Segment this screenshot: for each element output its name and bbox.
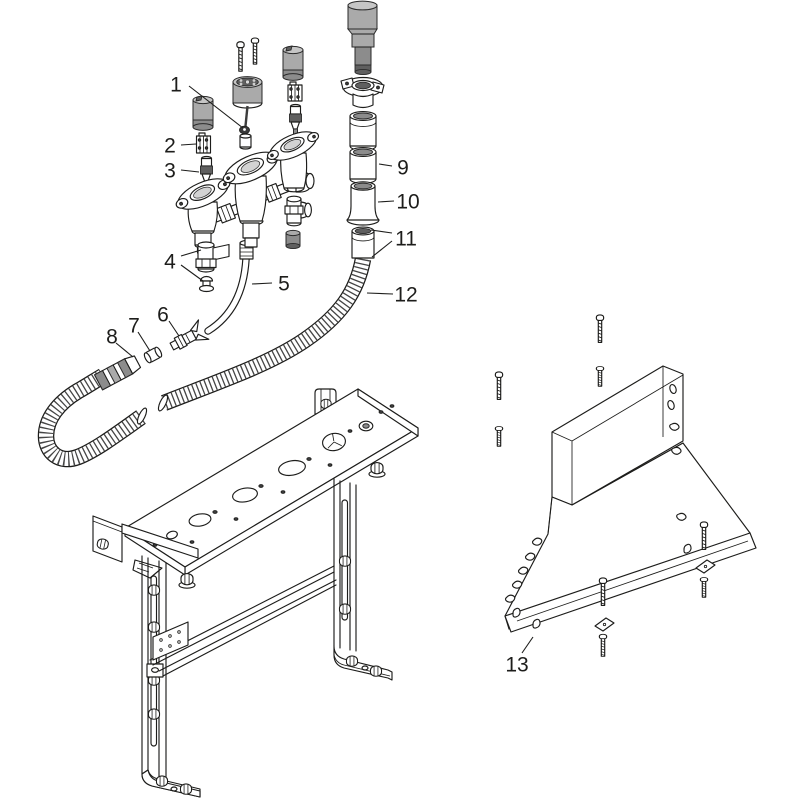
leader-line-4-2: [180, 264, 204, 282]
part-label-12: 12: [394, 284, 417, 307]
valve-body-center: [222, 151, 280, 248]
leader-line-7: [137, 331, 151, 352]
part-label-9: 9: [397, 157, 409, 180]
protection-cap: [346, 0, 378, 76]
fixing-screw-2: [250, 37, 260, 65]
aux-fitting: [284, 195, 312, 227]
leader-line-1: [188, 85, 244, 129]
part-label-13: 13: [505, 654, 528, 677]
plate-bolt-right: [368, 462, 386, 478]
leader-line-11-1: [370, 229, 393, 234]
leader-line-12: [366, 292, 394, 295]
flange-piece: [340, 76, 385, 109]
frame-cross-brace: [149, 565, 337, 677]
hose-end-fitting-8: [93, 355, 142, 391]
t-fitting-4: [195, 241, 230, 273]
leader-line-13: [521, 636, 534, 654]
leader-line-11-2: [371, 240, 393, 258]
riser-column: [340, 0, 385, 259]
leader-line-5: [251, 282, 273, 285]
fixing-screw-1: [236, 41, 245, 72]
plate-holes: [152, 404, 395, 547]
left-protective-cap: [192, 95, 214, 131]
leader-line-4-1: [180, 249, 202, 257]
mounting-frame: [92, 388, 419, 798]
aux-cap: [285, 229, 301, 250]
leader-line-10: [377, 200, 395, 203]
sleeve-9: [349, 147, 377, 184]
angle-bracket-13: [494, 314, 757, 657]
corrugated-hose-12: [37, 257, 372, 468]
cartridge-right: [287, 81, 303, 102]
part-label-8: 8: [106, 326, 118, 349]
part-label-7: 7: [128, 315, 140, 338]
leader-line-8: [115, 342, 134, 358]
secufix-fitting-6: [169, 319, 210, 351]
leader-line-6: [168, 320, 180, 337]
sleeve-a: [349, 111, 377, 151]
valve-manifold-assembly: [175, 37, 320, 293]
valve-body-left: [175, 178, 231, 254]
leader-line-9: [378, 163, 393, 167]
fitting-screw-4: [198, 275, 215, 293]
hose-12-coil: [37, 368, 148, 468]
olive-nut-7: [143, 346, 163, 364]
frame-right-leg: [333, 478, 393, 681]
cartridge-2: [195, 132, 212, 154]
part-label-5: 5: [278, 273, 290, 296]
check-valve-right: [289, 103, 302, 135]
part-label-1: 1: [170, 74, 182, 97]
part-label-10: 10: [396, 191, 419, 214]
frame-left-leg: [141, 555, 201, 798]
part-label-2: 2: [164, 135, 176, 158]
part-label-11: 11: [395, 228, 417, 251]
right-protective-cap: [282, 45, 304, 81]
sleeve-10: [346, 181, 380, 226]
hose-12-upper-run: [157, 257, 372, 412]
leader-line-2: [180, 143, 197, 146]
wall-bracket: [92, 515, 199, 579]
diverter-knob-1: [232, 76, 263, 150]
bracket-base: [504, 532, 757, 633]
valve-body-right: [266, 131, 320, 193]
part-label-6: 6: [157, 304, 169, 327]
plate-bolt-left: [178, 573, 196, 589]
leader-line-3: [180, 169, 200, 173]
part-label-3: 3: [164, 160, 176, 183]
part-label-4: 4: [164, 251, 176, 274]
sleeve-11: [351, 226, 375, 259]
